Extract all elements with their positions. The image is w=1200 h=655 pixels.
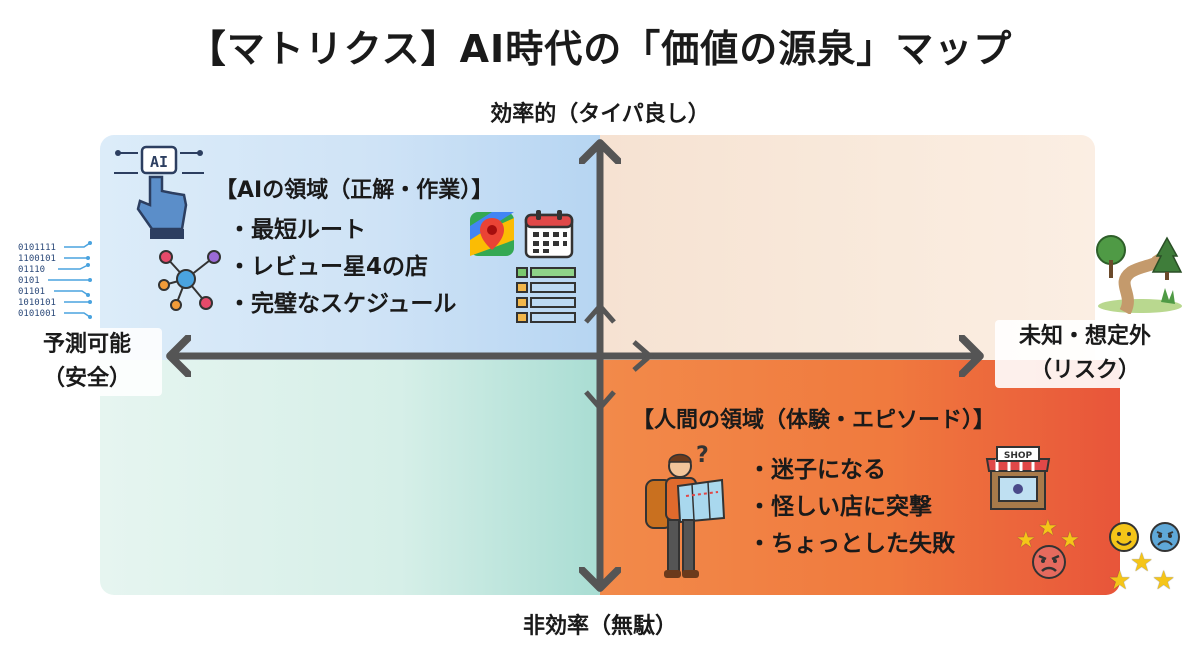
shop-icon: SHOP — [985, 446, 1051, 510]
angry-face-icon — [1032, 545, 1066, 579]
ai-hand-icon: AI — [114, 145, 204, 239]
forest-path-icon — [1096, 235, 1183, 314]
axis-label-efficient: 効率的（タイパ良し） — [490, 102, 710, 127]
ai-item-review-shop: レビュー星4の店 — [228, 249, 456, 286]
binary-line: 1010101 — [18, 298, 56, 308]
human-item-small-failure: ちょっとした失敗 — [748, 526, 955, 563]
page-title: 【マトリクス】AI時代の「価値の源泉」マップ — [187, 27, 1013, 71]
axis-label-inefficient: 非効率（無駄） — [522, 614, 677, 639]
smiley-face-icon — [1109, 522, 1139, 552]
lost-traveler-icon: ? — [645, 443, 726, 578]
ai-region-list: 最短ルート レビュー星4の店 完璧なスケジュール — [228, 212, 456, 323]
quadrant-inefficient-predictable — [100, 360, 600, 595]
star-icon: ★ — [1038, 516, 1058, 541]
binary-line: 01110 — [18, 265, 45, 275]
binary-line: 1100101 — [18, 254, 56, 264]
sad-face-icon — [1150, 522, 1180, 552]
axis-label-unknown-line2: （リスク） — [1029, 358, 1140, 383]
axis-label-predictable: 予測可能 （安全） — [12, 328, 162, 396]
binary-line: 0101111 — [18, 243, 56, 253]
ai-item-perfect-schedule: 完璧なスケジュール — [228, 286, 456, 323]
binary-circuit-icon: 0101111 1100101 01110 0101 01101 1010101… — [18, 241, 92, 319]
human-region-title: 【人間の領域（体験・エピソード）】 — [632, 408, 996, 433]
axis-label-unknown: 未知・想定外 （リスク） — [995, 320, 1175, 388]
ai-region-title: 【AIの領域（正解・作業）】 — [215, 178, 494, 203]
shop-sign-label: SHOP — [1004, 451, 1033, 461]
star-icon: ★ — [1108, 566, 1132, 596]
ai-item-shortest-route: 最短ルート — [228, 212, 456, 249]
map-pin-icon — [470, 212, 514, 256]
human-item-get-lost: 迷子になる — [748, 452, 955, 489]
human-item-suspicious-shop: 怪しい店に突撃 — [748, 489, 955, 526]
calendar-icon — [524, 210, 574, 259]
network-icon — [158, 250, 221, 311]
ai-chip-label: AI — [150, 153, 168, 171]
binary-line: 0101001 — [18, 309, 56, 319]
star-icon: ★ — [1060, 528, 1080, 553]
star-icon: ★ — [1152, 566, 1176, 596]
checklist-icon — [516, 267, 576, 323]
axis-label-predictable-line2: （安全） — [42, 366, 131, 391]
binary-line: 01101 — [18, 287, 45, 297]
human-region-list: 迷子になる 怪しい店に突撃 ちょっとした失敗 — [748, 452, 955, 563]
svg-text:?: ? — [696, 443, 709, 468]
axis-label-predictable-line1: 予測可能 — [42, 332, 131, 357]
axis-label-unknown-line1: 未知・想定外 — [1018, 324, 1151, 349]
star-icon: ★ — [1016, 528, 1036, 553]
star-icon: ★ — [1130, 548, 1154, 578]
binary-line: 0101 — [18, 276, 40, 286]
